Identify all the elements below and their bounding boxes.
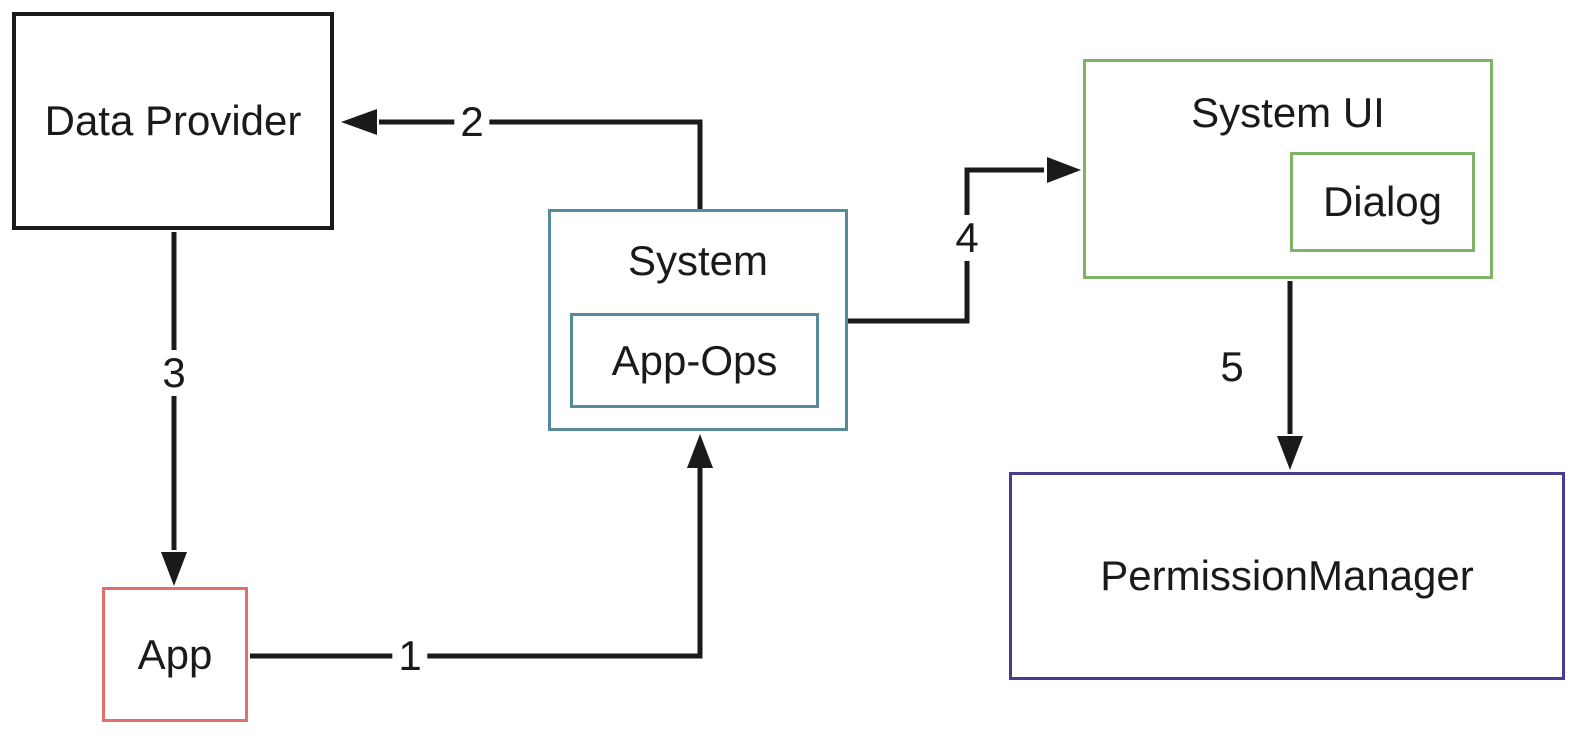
node-system: System App-Ops: [548, 209, 848, 431]
node-system-label: System: [627, 237, 769, 284]
node-permission-manager: PermissionManager: [1009, 472, 1565, 680]
node-system-ui: System UI Dialog: [1083, 59, 1493, 279]
node-app: App: [102, 587, 248, 722]
arrow-app-to-system: [250, 434, 713, 659]
node-dialog: Dialog: [1290, 152, 1475, 252]
node-data-provider-label: Data Provider: [44, 97, 302, 144]
edge-label-1: 1: [392, 633, 428, 679]
edge-label-2: 2: [454, 99, 490, 145]
edge-label-4: 4: [949, 215, 985, 261]
node-app-ops-label: App-Ops: [611, 336, 778, 384]
node-data-provider: Data Provider: [12, 12, 334, 230]
edge-label-5: 5: [1214, 344, 1250, 390]
node-app-ops: App-Ops: [570, 313, 819, 408]
edge-label-3: 3: [156, 350, 192, 396]
node-dialog-label: Dialog: [1322, 178, 1443, 225]
node-system-ui-label: System UI: [1191, 89, 1385, 136]
arrow-data-provider-to-app: [161, 232, 187, 586]
node-permission-manager-label: PermissionManager: [1100, 552, 1474, 599]
arrow-system-ui-to-permission-manager: [1277, 281, 1303, 470]
node-app-label: App: [137, 630, 213, 678]
arrow-system-to-data-provider: [341, 109, 703, 209]
